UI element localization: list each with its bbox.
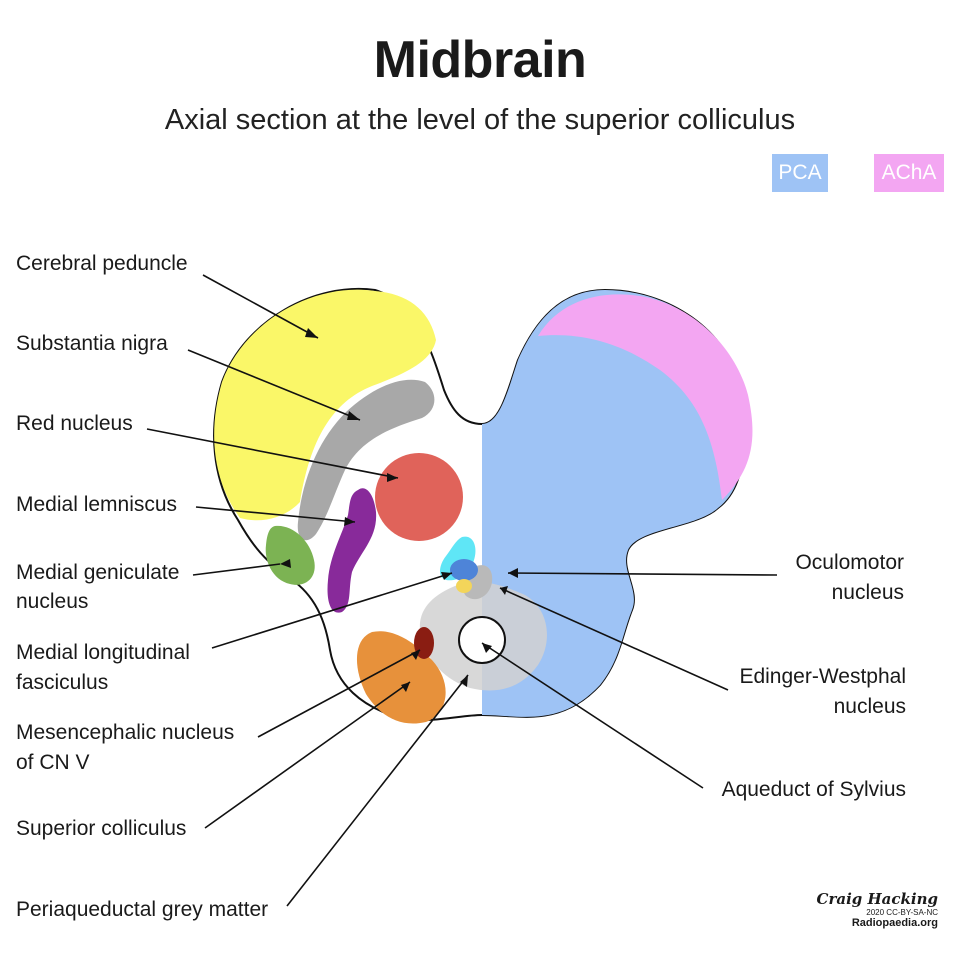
label-mesencephalic-line1: Mesencephalic nucleus: [16, 721, 235, 744]
acha-territory: [538, 294, 753, 500]
legend-pca: PCA: [772, 154, 828, 192]
credit-license: 2020 CC-BY-SA-NC: [866, 908, 938, 917]
credit-block: Craig Hacking 2020 CC-BY-SA-NC Radiopaed…: [817, 890, 938, 929]
label-red-nucleus: Red nucleus: [16, 412, 133, 435]
label-oculomotor-line1: Oculomotor: [795, 551, 904, 574]
label-substantia-nigra: Substantia nigra: [16, 332, 168, 355]
label-mlf-line1: Medial longitudinal: [16, 641, 190, 664]
credit-signature: Craig Hacking: [816, 890, 938, 908]
label-superior-colliculus: Superior colliculus: [16, 817, 187, 840]
label-medial-lemniscus: Medial lemniscus: [16, 493, 178, 516]
medial-lemniscus: [327, 488, 377, 613]
label-oculomotor-line2: nucleus: [831, 581, 904, 604]
legend-acha: AChA: [874, 154, 944, 192]
label-cerebral-peduncle: Cerebral peduncle: [16, 252, 188, 275]
edinger-westphal-nucleus: [450, 559, 478, 581]
medial-geniculate-nucleus: [265, 525, 315, 585]
label-medial-geniculate-line2: nucleus: [16, 590, 89, 613]
aqueduct-of-sylvius: [458, 616, 506, 664]
page-title: Midbrain: [373, 31, 587, 89]
leader-lines: [146, 274, 778, 907]
red-nucleus: [375, 453, 463, 541]
label-periaqueductal-grey-matter: Periaqueductal grey matter: [16, 898, 269, 921]
credit-site: Radiopaedia.org: [851, 917, 938, 929]
label-edinger-westphal-line2: nucleus: [833, 695, 906, 718]
leader-arrowheads: [280, 328, 518, 692]
small-yellow-nucleus: [456, 579, 472, 593]
page-subtitle: Axial section at the level of the superi…: [164, 104, 796, 136]
label-medial-geniculate-line1: Medial geniculate: [16, 561, 180, 584]
label-aqueduct-of-sylvius: Aqueduct of Sylvius: [721, 778, 906, 801]
label-mesencephalic-line2: of CN V: [16, 751, 90, 774]
label-mlf-line2: fasciculus: [16, 671, 109, 694]
label-edinger-westphal-line1: Edinger-Westphal: [739, 665, 906, 688]
substantia-nigra: [297, 379, 435, 541]
